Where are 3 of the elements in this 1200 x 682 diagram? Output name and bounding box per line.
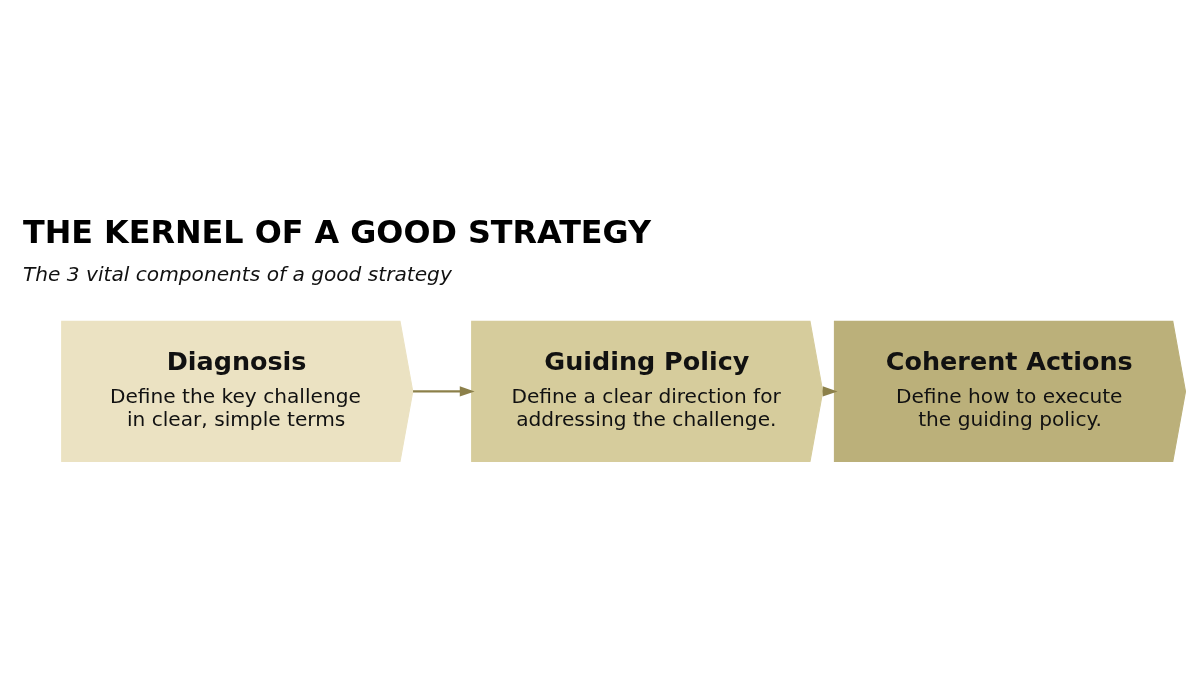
arrow — [413, 386, 475, 397]
diagram-title: THE KERNEL OF A GOOD STRATEGY — [22, 212, 652, 251]
label: The 3 vital components of a good strategy — [22, 261, 452, 286]
